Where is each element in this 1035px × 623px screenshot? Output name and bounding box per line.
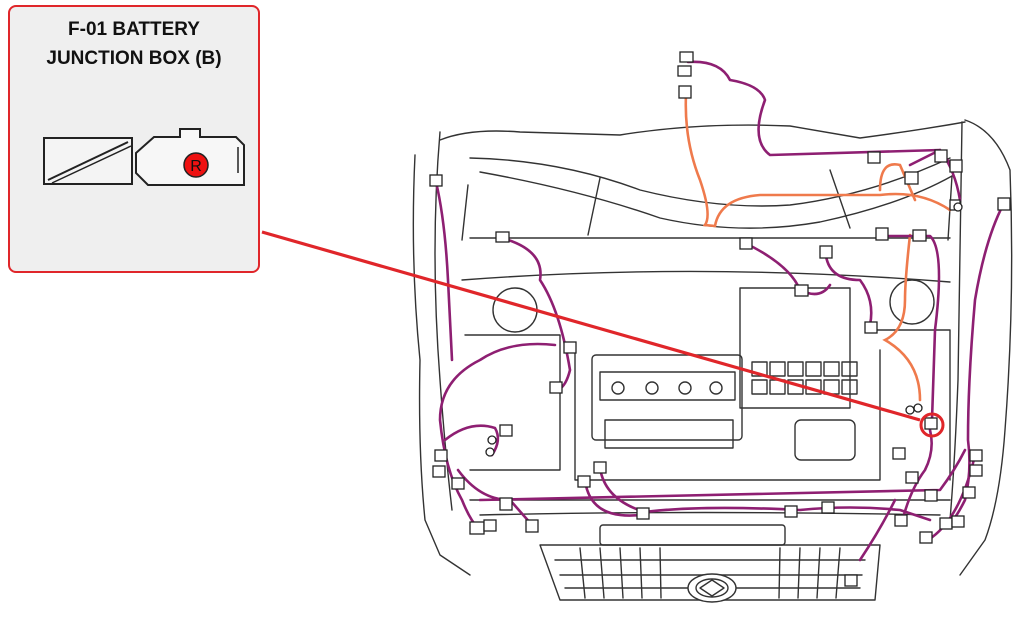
connector-wire-block: [43, 137, 133, 185]
connector-face-illustration: R: [43, 128, 245, 186]
callout-title: F-01 BATTERY JUNCTION BOX (B): [46, 19, 222, 69]
secondary-wire-harness: [684, 93, 952, 402]
highlighted-connector: [924, 417, 938, 430]
connector-callout-box: F-01 BATTERY JUNCTION BOX (B) R: [8, 5, 260, 273]
terminal-r-marker: [183, 152, 209, 178]
terminal-label: R: [190, 158, 202, 175]
callout-leader-line: [261, 230, 921, 422]
main-wire-harness: [434, 60, 1005, 562]
harness-connectors: [429, 51, 1011, 587]
connector-highlight-ring: [919, 412, 945, 438]
connector-hatch-line: [47, 141, 129, 181]
